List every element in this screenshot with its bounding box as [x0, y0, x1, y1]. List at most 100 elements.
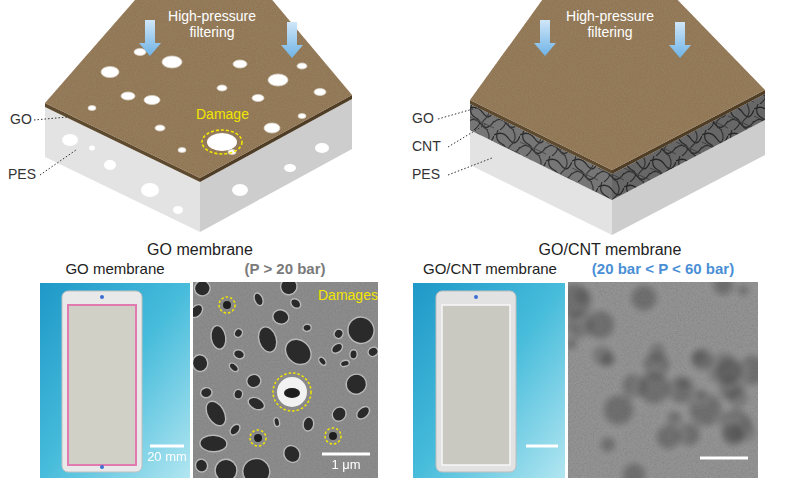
- sem-pore: [193, 354, 209, 373]
- layer-label: PES: [8, 166, 36, 182]
- sem-pore: [366, 345, 378, 358]
- sem-pore: [228, 422, 242, 436]
- sem-pore: [246, 395, 266, 412]
- layer-label: GO: [10, 111, 32, 127]
- sem-image: [329, 432, 337, 440]
- sem-pore: [252, 292, 265, 307]
- go-cnt-membrane-slab: [438, 0, 765, 235]
- sem-pore: [241, 457, 272, 478]
- leader-line: [448, 124, 486, 147]
- layer-label: CNT: [412, 138, 441, 154]
- membrane-photo: [40, 283, 190, 478]
- pressure-arrow: [281, 22, 303, 58]
- membrane-photo: [436, 291, 516, 472]
- pes-pores: [232, 184, 248, 196]
- sem-pore: [735, 282, 751, 298]
- sem-pore: [273, 417, 280, 427]
- sem-pore: [233, 327, 244, 339]
- membrane-photo: [62, 291, 142, 472]
- sem-pore: [193, 302, 205, 320]
- sem-pore: [720, 421, 747, 448]
- go-holes: [162, 56, 182, 68]
- sem-pore: [598, 434, 619, 455]
- leader-line: [34, 117, 68, 120]
- photo-heading: GO membrane: [65, 260, 164, 277]
- sem-pore: [200, 387, 213, 399]
- pressure-arrow: [534, 20, 556, 56]
- sem-pore: [332, 328, 344, 340]
- scale-label: 1 μm: [331, 458, 360, 473]
- sem-pore: [636, 370, 672, 406]
- membrane-photo: [413, 283, 565, 478]
- pressure-arrow: [139, 20, 161, 56]
- sem-pore: [202, 398, 230, 429]
- sem-pore: [354, 404, 372, 421]
- photo-heading: GO/CNT membrane: [423, 260, 557, 277]
- go-cnt-membrane-slab: [470, 0, 765, 170]
- sem-pore: [194, 457, 210, 473]
- sem-image: [193, 282, 378, 478]
- leader-line: [40, 150, 76, 175]
- pes-pores: [284, 164, 296, 172]
- pes-pores: [141, 183, 159, 197]
- sem-pore: [317, 356, 327, 367]
- sem-pore: [597, 349, 617, 369]
- sem-pore: [215, 459, 238, 478]
- sem-image: [193, 282, 378, 478]
- scale-label: 20 mm: [147, 450, 187, 465]
- sem-pore: [256, 325, 280, 355]
- pes-pores: [315, 143, 329, 153]
- go-holes: [217, 85, 227, 91]
- membrane-photo: [40, 283, 190, 478]
- sem-pore: [228, 361, 240, 373]
- sem-pore: [654, 422, 683, 451]
- damage-marker: [273, 373, 311, 411]
- process-label: High-pressure filtering: [550, 8, 670, 40]
- sem-pore: [271, 308, 291, 326]
- go-holes: [314, 89, 326, 96]
- membrane-photo: [413, 283, 565, 478]
- sem-pore: [278, 282, 301, 298]
- sem-pore: [568, 336, 580, 353]
- sem-pore: [340, 359, 350, 367]
- sem-pore: [693, 387, 708, 402]
- sem-image: [223, 301, 231, 309]
- callout-label: Damages: [318, 287, 378, 303]
- damage-marker: [219, 297, 235, 313]
- membrane-photo: [442, 305, 510, 465]
- pes-pores: [104, 160, 116, 170]
- sem-pore: [280, 334, 316, 370]
- membrane-photo: [100, 295, 104, 299]
- sem-image: [284, 388, 300, 398]
- pes-pores: [89, 146, 95, 151]
- leader-line: [438, 107, 480, 119]
- pes-pores: [173, 206, 183, 214]
- go-holes: [264, 123, 280, 133]
- sem-pore: [302, 323, 312, 332]
- sem-pore: [601, 392, 636, 427]
- leader-line: [448, 158, 492, 175]
- damage-marker: [219, 297, 341, 446]
- go-holes: [178, 148, 186, 153]
- damage-hole: [207, 133, 237, 151]
- sem-pore: [344, 372, 370, 397]
- scale-bar: [526, 445, 558, 448]
- sem-pore: [350, 350, 358, 360]
- go-holes: [88, 49, 326, 155]
- process-label: High-pressure filtering: [152, 8, 272, 40]
- sem-image: [568, 282, 758, 478]
- panel-caption: GO/CNT membrane: [539, 241, 682, 259]
- callout-label: Damage: [196, 106, 249, 122]
- sem-image: [277, 377, 307, 407]
- sem-pore: [568, 282, 758, 478]
- layer-label: GO: [412, 110, 434, 126]
- leader-line: [438, 107, 492, 175]
- go-cnt-membrane-slab: [470, 0, 765, 170]
- sem-pore: [246, 373, 262, 388]
- go-membrane-slab: [45, 0, 352, 178]
- go-membrane-slab: [45, 0, 352, 178]
- pressure-arrow: [669, 22, 691, 58]
- go-holes: [268, 74, 288, 86]
- membrane-photo: [100, 465, 104, 469]
